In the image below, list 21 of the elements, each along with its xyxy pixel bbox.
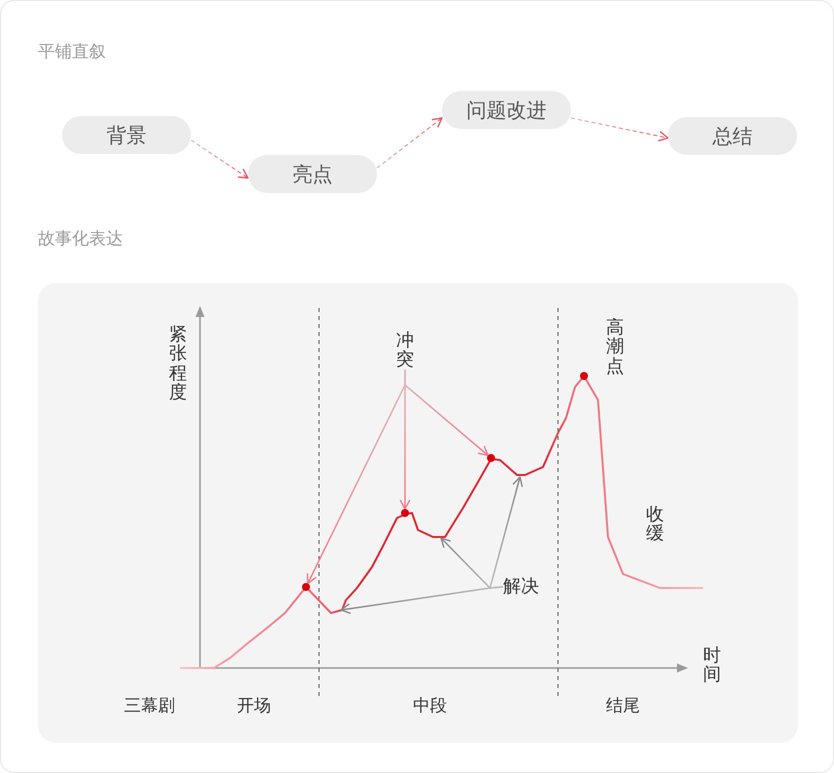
callout-label: 高潮点 [606, 318, 624, 376]
stage-pill: 总结 [668, 117, 797, 155]
row-label: 三幕剧 [124, 697, 175, 716]
section-heading: 平铺直叙 [38, 43, 106, 62]
dashed-arrow [376, 117, 443, 168]
stage-pill: 亮点 [248, 155, 377, 193]
axis-title: 时间 [703, 646, 721, 685]
act-label: 结尾 [606, 697, 640, 716]
stage-pill: 背景 [62, 116, 191, 154]
dashed-arrow [190, 140, 249, 179]
stage-pill: 问题改进 [442, 91, 571, 129]
dashed-arrow [570, 118, 669, 142]
axis-title: 紧张程度 [169, 325, 187, 403]
act-label: 开场 [237, 697, 271, 716]
callout-label: 解决 [503, 577, 539, 597]
arrow [404, 370, 489, 456]
callout-label: 冲突 [396, 331, 414, 370]
section-heading: 故事化表达 [38, 230, 123, 249]
arrow [489, 476, 523, 589]
act-label: 中段 [413, 697, 447, 716]
callout-label: 收缓 [646, 505, 664, 544]
